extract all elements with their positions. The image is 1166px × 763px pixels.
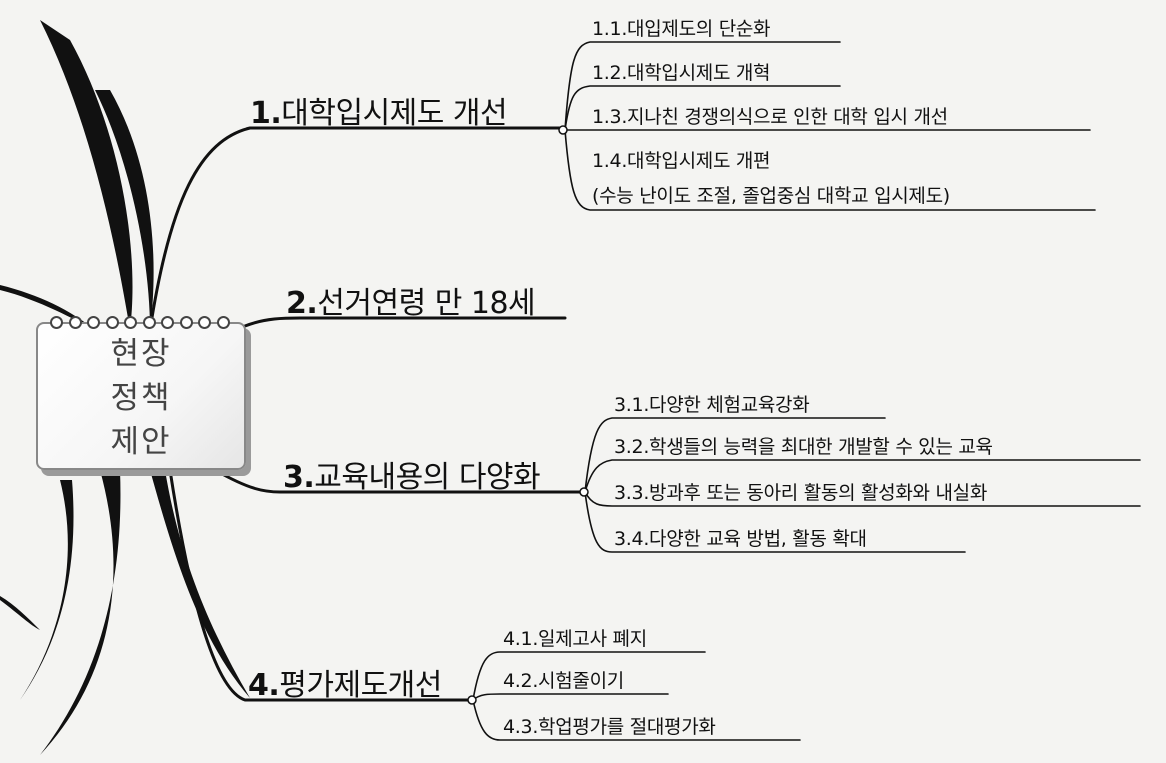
b4-c1-line (472, 651, 706, 701)
branch-stroke-bottom (40, 470, 121, 755)
branch-stroke-bottom-2 (150, 470, 250, 698)
ring-icon (124, 316, 138, 329)
branch-3-label: 3.교육내용의 다양화 (283, 452, 541, 496)
b4-c2-line (472, 693, 669, 701)
branch2-line (243, 316, 567, 328)
b3-junction (579, 487, 589, 497)
branch-number: 2. (286, 286, 318, 321)
subtopic-4-1: 4.1.일제고사 폐지 (503, 628, 647, 650)
subtopic-3-1: 3.1.다양한 체험교육강화 (614, 394, 810, 416)
subtopic-1-4: 1.4.대학입시제도 개편 (592, 150, 771, 172)
ring-icon (216, 316, 230, 329)
subtopic-1-1: 1.1.대입제도의 단순화 (592, 18, 771, 40)
branch4-curve (168, 468, 475, 702)
center-line: 제안 (110, 424, 172, 460)
ring-icon (161, 316, 175, 329)
branch-stroke-bottom-3 (20, 480, 74, 700)
branch-stroke-left-2 (0, 596, 40, 630)
branch1-curve (148, 126, 562, 332)
branch-text: 선거연령 만 18세 (317, 286, 536, 321)
subtopic-1-4-detail: (수능 난이도 조절, 졸업중심 대학교 입시제도) (592, 185, 950, 207)
branch3-curve (213, 468, 587, 494)
b1-c2-line (564, 85, 841, 131)
ring-icon (87, 316, 101, 329)
junction-dots (467, 125, 589, 705)
b1-c1-line (564, 41, 841, 131)
branch-number: 1. (250, 96, 282, 131)
b1-c4-line (564, 129, 1096, 211)
branch-text: 교육내용의 다양화 (314, 460, 541, 495)
center-topic-box: 현장 정책 제안 (36, 322, 246, 470)
b3-c4-line (584, 491, 966, 553)
b3-c1-line (584, 417, 886, 493)
b4-junction (467, 695, 477, 705)
branch-text: 대학입시제도 개선 (281, 96, 508, 131)
branch-2-label: 2.선거연령 만 18세 (286, 278, 536, 322)
branch-number: 3. (283, 460, 315, 495)
subtopic-3-2: 3.2.학생들의 능력을 최대한 개발할 수 있는 교육 (614, 436, 993, 458)
connector-lines (148, 41, 1141, 741)
branch-1-label: 1.대학입시제도 개선 (250, 88, 508, 132)
b1-junction (558, 125, 568, 135)
branch-number: 4. (248, 668, 280, 703)
ring-icon (198, 316, 212, 329)
center-topic-text: 현장 정책 제안 (38, 332, 244, 464)
subtopic-1-3: 1.3.지나친 경쟁의식으로 인한 대학 입시 개선 (592, 106, 948, 128)
subtopic-3-4: 3.4.다양한 교육 방법, 활동 확대 (614, 528, 867, 550)
subtopic-4-3: 4.3.학업평가를 절대평가화 (503, 716, 716, 738)
branch-4-label: 4.평가제도개선 (248, 660, 442, 704)
center-line: 현장 (110, 336, 172, 372)
branch-strokes (0, 20, 250, 755)
b3-c3-line (584, 491, 1141, 507)
ring-icon (179, 316, 193, 329)
ring-icon (105, 316, 119, 329)
branch-text: 평가제도개선 (279, 668, 442, 703)
subtopic-4-2: 4.2.시험줄이기 (503, 670, 624, 692)
b3-c2-line (584, 459, 1141, 493)
ring-icon (142, 316, 156, 329)
branch-stroke-top-2 (95, 90, 154, 330)
ring-icon (50, 316, 63, 329)
notepad-rings (50, 316, 230, 330)
subtopic-1-2: 1.2.대학입시제도 개혁 (592, 62, 771, 84)
branch-stroke-top (40, 20, 133, 330)
ring-icon (68, 316, 82, 329)
subtopic-3-3: 3.3.방과후 또는 동아리 활동의 활성화와 내실화 (614, 482, 987, 504)
center-line: 정책 (110, 380, 172, 416)
branch-stroke-left (0, 285, 95, 330)
b4-c3-line (472, 699, 801, 741)
